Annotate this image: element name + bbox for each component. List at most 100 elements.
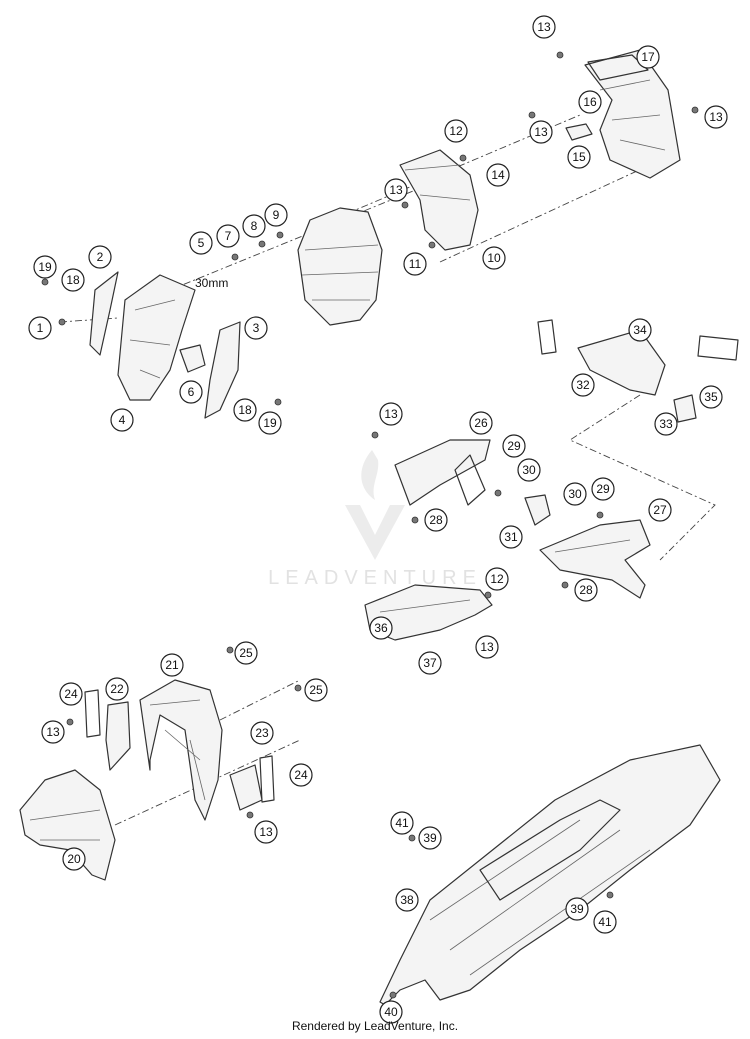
callout: 25 [304, 678, 328, 702]
svg-text:13: 13 [537, 20, 551, 34]
svg-text:23: 23 [255, 726, 269, 740]
svg-text:4: 4 [119, 413, 126, 427]
svg-text:15: 15 [572, 150, 586, 164]
part-26-bracket [394, 439, 491, 506]
svg-text:13: 13 [534, 125, 548, 139]
svg-text:22: 22 [110, 682, 124, 696]
callout: 13 [475, 635, 499, 659]
svg-text:9: 9 [273, 208, 280, 222]
svg-text:3: 3 [253, 321, 260, 335]
callout: 19 [258, 411, 282, 435]
callout: 29 [502, 434, 526, 458]
svg-text:8: 8 [251, 219, 258, 233]
svg-text:13: 13 [709, 110, 723, 124]
part-20-nose-cover [19, 769, 116, 881]
svg-text:17: 17 [641, 50, 655, 64]
svg-text:33: 33 [659, 417, 673, 431]
svg-text:36: 36 [374, 621, 388, 635]
callout: 24 [289, 763, 313, 787]
part-22-bracket [105, 701, 131, 771]
svg-text:12: 12 [490, 572, 504, 586]
callout: 39 [418, 826, 442, 850]
dimension-label: 30mm [195, 276, 228, 290]
callout: 13 [379, 402, 403, 426]
svg-text:25: 25 [309, 683, 323, 697]
svg-text:18: 18 [66, 273, 80, 287]
svg-text:32: 32 [576, 378, 590, 392]
callout: 18 [61, 268, 85, 292]
callout: 26 [469, 411, 493, 435]
callout: 34 [628, 318, 652, 342]
part-24-pad-left [84, 689, 101, 738]
callouts: 13 17 16 13 13 15 12 14 13 10 11 9 8 7 5… [28, 15, 728, 1024]
svg-text:24: 24 [64, 687, 78, 701]
callout: 21 [160, 653, 184, 677]
svg-text:13: 13 [46, 725, 60, 739]
callout: 38 [395, 888, 419, 912]
callout: 4 [110, 408, 134, 432]
callout: 41 [390, 811, 414, 835]
svg-text:1: 1 [37, 321, 44, 335]
callout: 12 [485, 567, 509, 591]
svg-text:31: 31 [504, 530, 518, 544]
callout: 18 [233, 398, 257, 422]
callout: 41 [593, 910, 617, 934]
part-36-inner-guard [364, 584, 493, 641]
svg-text:13: 13 [389, 183, 403, 197]
svg-text:29: 29 [507, 439, 521, 453]
callout: 23 [250, 721, 274, 745]
svg-text:13: 13 [259, 825, 273, 839]
callout: 28 [574, 578, 598, 602]
callout: 6 [179, 380, 203, 404]
svg-text:41: 41 [598, 915, 612, 929]
svg-text:30: 30 [568, 487, 582, 501]
watermark-logo-icon [345, 505, 405, 560]
callout: 27 [648, 498, 672, 522]
part-27-holder [539, 519, 651, 599]
svg-text:16: 16 [583, 95, 597, 109]
part-32-license-bracket [537, 319, 739, 423]
svg-text:40: 40 [384, 1005, 398, 1019]
part-24-pad-right [259, 755, 275, 803]
part-10-panel [399, 149, 479, 251]
svg-text:19: 19 [263, 416, 277, 430]
svg-text:28: 28 [579, 583, 593, 597]
svg-text:21: 21 [165, 658, 179, 672]
footer-credit: Rendered by LeadVenture, Inc. [291, 1019, 459, 1033]
svg-text:10: 10 [487, 251, 501, 265]
part-15-plate [565, 123, 593, 141]
callout: 16 [578, 90, 602, 114]
svg-text:13: 13 [480, 640, 494, 654]
part-headlight [297, 207, 383, 326]
watermark-text: LEADVENTURE [268, 567, 482, 589]
callout: 13 [41, 720, 65, 744]
svg-text:11: 11 [409, 257, 422, 271]
callout: 19 [33, 255, 57, 279]
callout: 17 [636, 45, 660, 69]
svg-text:6: 6 [188, 385, 195, 399]
svg-text:13: 13 [384, 407, 398, 421]
callout: 25 [234, 641, 258, 665]
callout: 36 [369, 616, 393, 640]
callout: 1 [28, 316, 52, 340]
callout: 31 [499, 525, 523, 549]
part-38-rear-cowl [379, 744, 721, 1006]
callout: 32 [571, 373, 595, 397]
callout: 5 [189, 231, 213, 255]
svg-text:5: 5 [198, 236, 205, 250]
part-rear-bracket [584, 49, 681, 179]
callout: 39 [565, 897, 589, 921]
callout: 13 [704, 105, 728, 129]
svg-text:38: 38 [400, 893, 414, 907]
part-21-front-fender [139, 679, 223, 821]
callout: 30 [517, 458, 541, 482]
callout: 28 [424, 508, 448, 532]
callout: 24 [59, 682, 83, 706]
part-6-bracket [179, 344, 206, 373]
callout: 33 [654, 412, 678, 436]
svg-text:39: 39 [423, 831, 437, 845]
callout: 13 [384, 178, 408, 202]
svg-text:30: 30 [522, 463, 536, 477]
svg-text:28: 28 [429, 513, 443, 527]
